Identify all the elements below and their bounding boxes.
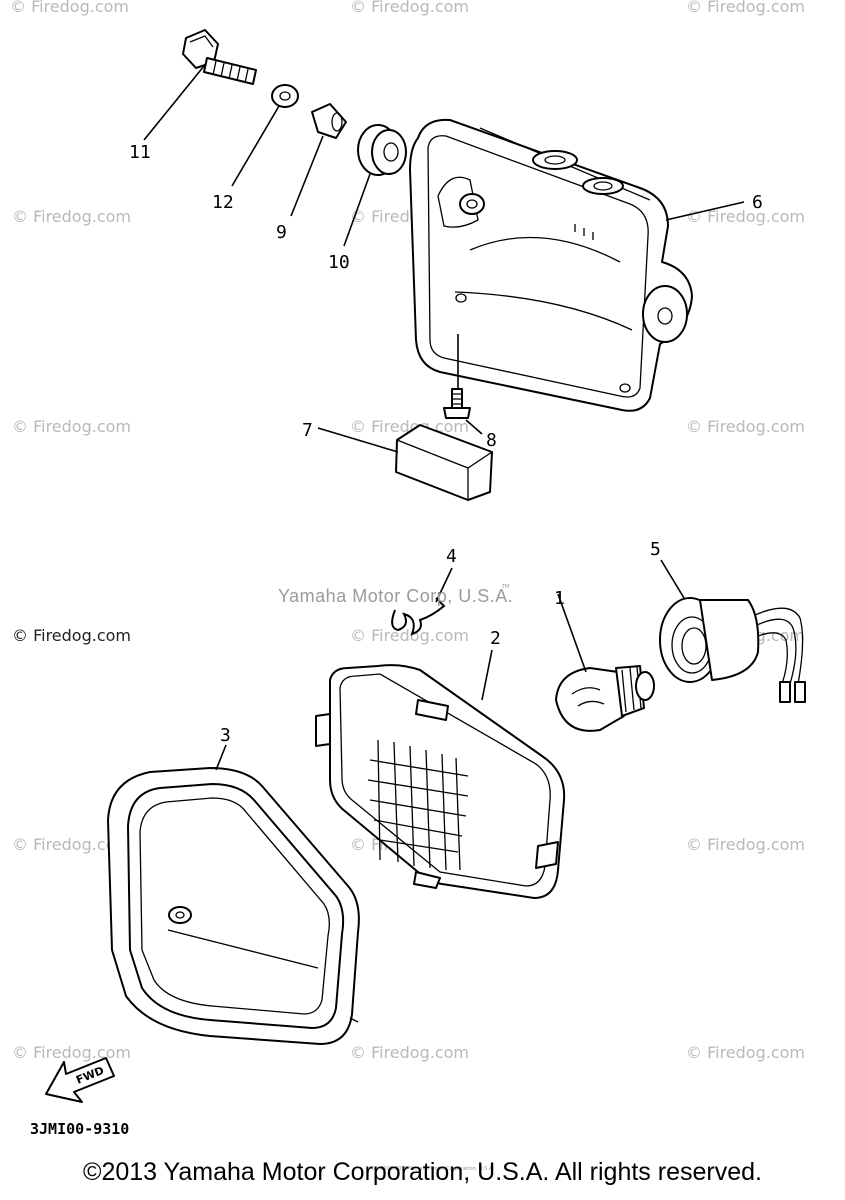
watermark: © Firedog.com xyxy=(350,626,469,645)
part-3-rim xyxy=(107,767,360,1045)
callout-2: 2 xyxy=(490,628,501,649)
callout-4: 4 xyxy=(446,546,457,567)
watermark: © Firedog.com xyxy=(350,0,469,16)
part-11-bolt xyxy=(182,29,257,85)
watermark: © Firedog.com xyxy=(350,1043,469,1062)
watermark: © Firedog.com xyxy=(12,417,131,436)
part-5-socket xyxy=(659,597,806,703)
callout-7: 7 xyxy=(302,420,313,441)
fwd-arrow-icon: FWD xyxy=(45,1057,115,1103)
part-8-screw xyxy=(443,388,471,419)
callout-9: 9 xyxy=(276,222,287,243)
callout-1: 1 xyxy=(554,588,565,609)
callout-11: 11 xyxy=(129,142,151,163)
part-4-spring xyxy=(391,597,446,636)
leader-lines xyxy=(143,65,745,771)
part-2-lens-unit xyxy=(315,664,566,899)
watermark: © Firedog.com xyxy=(12,207,131,226)
watermark: © Firedog.com xyxy=(686,207,805,226)
watermark: © Firedog.com xyxy=(686,835,805,854)
callout-12: 12 xyxy=(212,192,234,213)
watermark: © Firedog.com xyxy=(12,835,131,854)
diagram-code: 3JMI00-9310 xyxy=(30,1120,129,1138)
callout-3: 3 xyxy=(220,725,231,746)
part-1-bulb xyxy=(555,665,655,732)
trademark-mark: TM xyxy=(501,584,509,590)
part-6-headlight-housing xyxy=(409,118,693,412)
part-10-grommet xyxy=(357,124,407,176)
watermark: © Firedog.com xyxy=(686,417,805,436)
watermark: © Firedog.com xyxy=(12,626,131,645)
part-12-washer xyxy=(271,84,299,108)
callout-8: 8 xyxy=(486,430,497,451)
callout-6: 6 xyxy=(752,192,763,213)
callout-labels: 11 12 9 10 6 7 8 4 5 1 2 3 xyxy=(129,142,763,746)
watermark: © Firedog.com xyxy=(686,0,805,16)
watermark: © Firedog.com xyxy=(12,1043,131,1062)
watermark: © Firedog.com xyxy=(10,0,129,16)
copyright-notice: ©2013 Yamaha Motor Corporation, U.S.A. A… xyxy=(83,1158,762,1186)
copyright-small: (c) 2003-2013 Yamaha Motor Corporation, … xyxy=(372,1166,494,1172)
yamaha-stamp: Yamaha Motor Corp, U.S.A. xyxy=(278,586,513,606)
watermark: © Firedog.com xyxy=(686,1043,805,1062)
part-9-collar xyxy=(311,103,347,139)
callout-10: 10 xyxy=(328,252,350,273)
callout-5: 5 xyxy=(650,539,661,560)
part-7-pad xyxy=(395,424,493,501)
